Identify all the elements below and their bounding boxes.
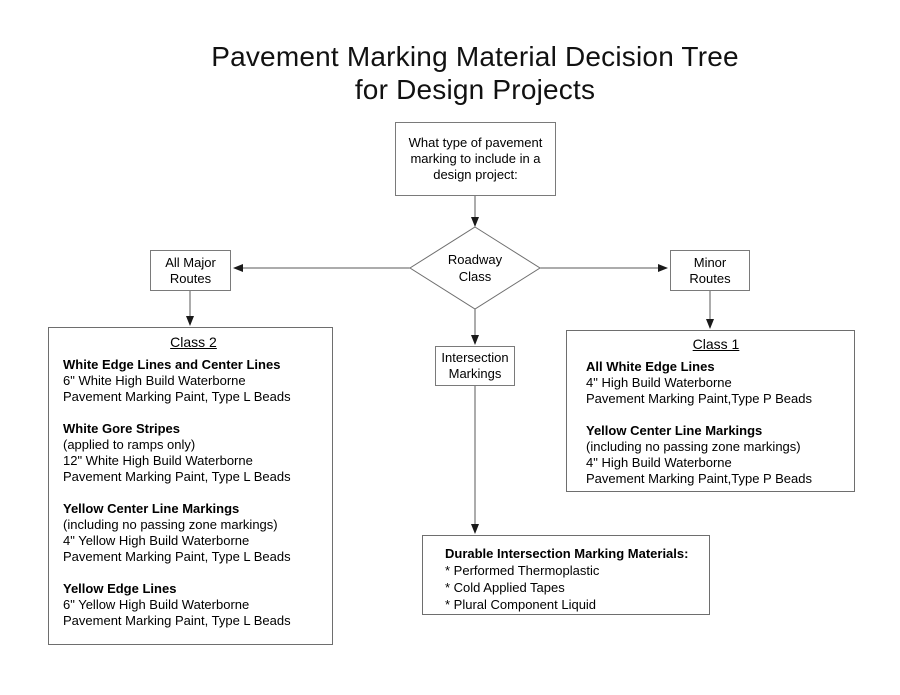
node-start-question: What type of pavement marking to include… [395,122,556,196]
section-line: (including no passing zone markings) [63,517,278,532]
section-title: Yellow Edge Lines [63,581,177,596]
decision-diamond-shape [409,226,541,310]
section-line: 4" Yellow High Build Waterborne [63,533,250,548]
section-title: White Gore Stripes [63,421,181,436]
intersection-line: Intersection [441,350,509,365]
section-title: Yellow Center Line Markings [63,501,240,516]
section-line: Pavement Marking Paint, Type L Beads [63,469,291,484]
start-line: What type of pavement [408,135,543,150]
section-title: Yellow Center Line Markings [586,423,763,438]
class2-section-yellow-center: Yellow Center Line Markings (including n… [63,501,324,565]
page-title-line1: Pavement Marking Material Decision Tree [211,41,739,72]
section-line: 12" White High Build Waterborne [63,453,253,468]
intersection-line: Markings [448,366,502,381]
decision-line: Class [458,269,492,284]
major-line: All Major [165,254,216,270]
class1-section-white-edge: All White Edge Lines 4" High Build Water… [586,359,846,407]
durable-item: * Cold Applied Tapes [445,580,565,595]
node-intersection-markings: Intersection Markings [435,346,515,386]
class1-heading: Class 1 [692,336,740,352]
class2-materials-box: Class 2 White Edge Lines and Center Line… [48,327,333,645]
section-line: 4" High Build Waterborne [586,455,732,470]
section-line: Pavement Marking Paint, Type L Beads [63,613,291,628]
page-title-line2: for Design Projects [354,74,596,105]
section-line: 4" High Build Waterborne [586,375,732,390]
class1-materials-box: Class 1 All White Edge Lines 4" High Bui… [566,330,855,492]
start-line: marking to include in a [410,151,541,166]
section-line: 6" White High Build Waterborne [63,373,246,388]
class2-section-gore-stripes: White Gore Stripes (applied to ramps onl… [63,421,324,485]
durable-item: * Plural Component Liquid [445,597,597,612]
node-all-major-routes: All Major Routes [150,250,231,291]
durable-item: * Performed Thermoplastic [445,563,600,578]
durable-materials-box: Durable Intersection Marking Materials: … [422,535,710,615]
section-line: Pavement Marking Paint,Type P Beads [586,471,812,486]
minor-line: Routes [689,270,731,286]
section-line: (including no passing zone markings) [586,439,801,454]
section-line: 6" Yellow High Build Waterborne [63,597,250,612]
minor-line: Minor [693,254,727,270]
section-line: Pavement Marking Paint, Type L Beads [63,389,291,404]
section-title: All White Edge Lines [586,359,715,374]
section-line: (applied to ramps only) [63,437,196,452]
class1-section-yellow-center: Yellow Center Line Markings (including n… [586,423,846,487]
class2-section-yellow-edge: Yellow Edge Lines 6" Yellow High Build W… [63,581,324,629]
durable-heading: Durable Intersection Marking Materials: [445,546,689,561]
decision-line: Roadway [447,252,503,267]
class2-heading: Class 2 [170,334,217,350]
page-title: Pavement Marking Material Decision Tree … [50,40,900,106]
major-line: Routes [169,270,212,286]
start-line: design project: [433,167,518,182]
section-title: White Edge Lines and Center Lines [63,357,281,372]
node-decision-roadway-class: Roadway Class [415,251,535,285]
class2-section-white-edge: White Edge Lines and Center Lines 6" Whi… [63,357,324,405]
section-line: Pavement Marking Paint, Type L Beads [63,549,291,564]
section-line: Pavement Marking Paint,Type P Beads [586,391,812,406]
node-minor-routes: Minor Routes [670,250,750,291]
